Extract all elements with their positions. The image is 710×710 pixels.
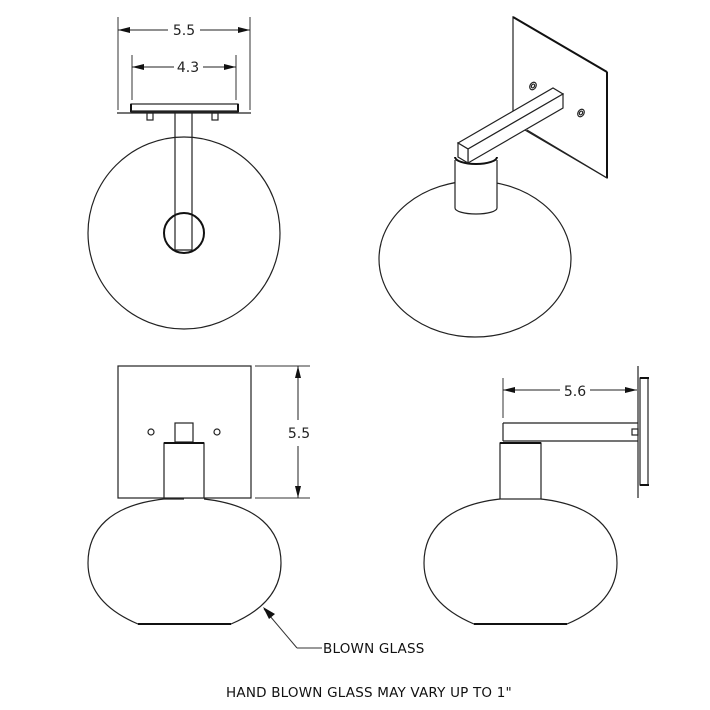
dim-top-inner-width: 4.3 (177, 60, 199, 76)
dim-side-arm-projection: 5.6 (564, 384, 586, 400)
side-view: 5.6 (423, 366, 649, 625)
note-glass-variation: HAND BLOWN GLASS MAY VARY UP TO 1" (226, 685, 512, 701)
top-view: 5.5 4.3 (87, 17, 281, 330)
dim-top-outer-width: 5.5 (173, 23, 195, 39)
dim-front-backplate-height: 5.5 (288, 426, 310, 442)
isometric-view (378, 15, 608, 338)
front-view: 5.5 BLOWN GLASS (87, 365, 425, 657)
callout-blown-glass: BLOWN GLASS (323, 641, 425, 657)
